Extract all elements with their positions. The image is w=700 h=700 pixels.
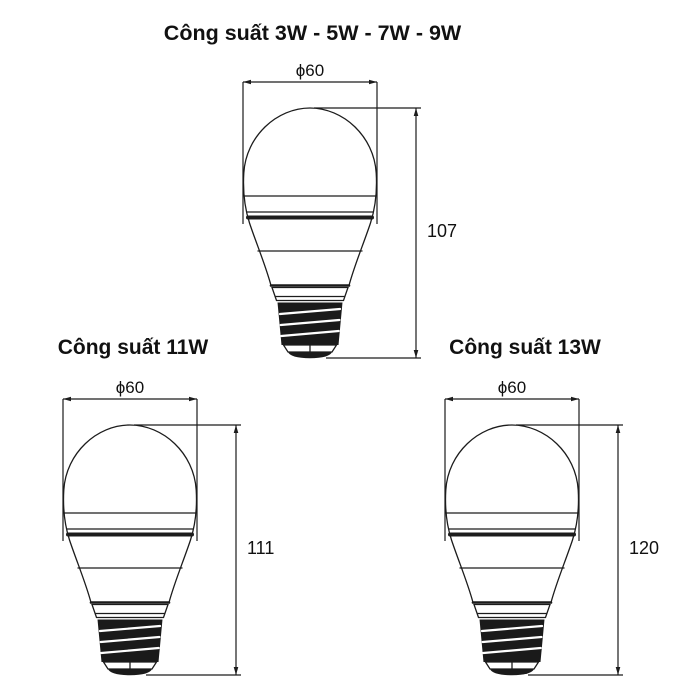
bulb-technical-drawing-13w: ϕ60 120: [443, 378, 659, 678]
figure-title-11w: Công suất 11W: [57, 336, 209, 359]
diameter-dimension-label: ϕ60: [498, 378, 526, 397]
height-dimension-label: 111: [247, 538, 274, 558]
figure-title-13w: Công suất 13W: [449, 336, 601, 359]
bulb-technical-drawing-3w-9w: ϕ60 107: [241, 61, 457, 361]
bulb-technical-drawing-11w: ϕ60 111: [61, 378, 274, 678]
figure-title-3w-9w: Công suất 3W - 5W - 7W - 9W: [163, 21, 462, 45]
bulb-illustration: [61, 423, 199, 678]
bulb-illustration: [241, 106, 379, 361]
height-dimension-label: 107: [427, 221, 457, 241]
height-dimension-label: 120: [629, 538, 659, 558]
bulb-illustration: [443, 423, 581, 678]
diameter-dimension-label: ϕ60: [296, 61, 324, 80]
diameter-dimension-label: ϕ60: [116, 378, 144, 397]
